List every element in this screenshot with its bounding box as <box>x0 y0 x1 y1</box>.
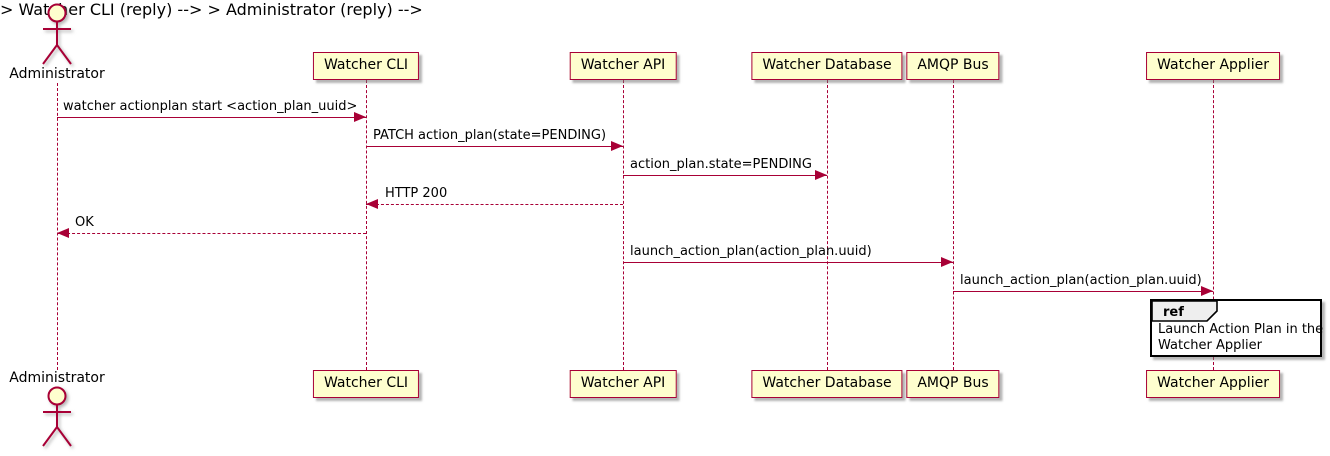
lifeline-watcher-api <box>622 80 624 370</box>
actor-figure-bottom-icon <box>42 386 72 447</box>
ref-text: Launch Action Plan in the Watcher Applie… <box>1158 322 1323 353</box>
message-2-line <box>366 146 623 147</box>
actor-label-bottom: Administrator <box>9 370 105 386</box>
message-4-label: HTTP 200 <box>385 186 448 201</box>
ref-fragment: ref Launch Action Plan in the Watcher Ap… <box>1150 299 1323 357</box>
lifeline-administrator <box>56 83 58 370</box>
participant-box-watcher-api-bottom: Watcher API <box>569 370 677 398</box>
message-1-arrowhead-icon <box>354 112 366 122</box>
message-4-arrowhead-icon <box>366 199 378 209</box>
participant-box-watcher-applier-top: Watcher Applier <box>1146 52 1280 80</box>
message-7-label: launch_action_plan(action_plan.uuid) <box>960 273 1202 288</box>
ref-text-line1: Launch Action Plan in the <box>1158 322 1324 337</box>
message-6-label: launch_action_plan(action_plan.uuid) <box>630 244 872 259</box>
participant-box-watcher-cli-top: Watcher CLI <box>312 52 420 80</box>
message-3-line <box>623 175 827 176</box>
participant-box-watcher-cli-bottom: Watcher CLI <box>312 370 420 398</box>
actor-label-top: Administrator <box>9 66 105 82</box>
message-7-arrowhead-icon <box>1201 286 1213 296</box>
message-1-label: watcher actionplan start <action_plan_uu… <box>63 99 358 114</box>
ref-tab: ref <box>1151 300 1218 322</box>
message-5-label: OK <box>75 215 94 230</box>
message-1-line <box>57 117 366 118</box>
message-5-line <box>57 233 366 234</box>
message-2-arrowhead-icon <box>611 141 623 151</box>
message-7-line <box>953 291 1213 292</box>
ref-keyword: ref <box>1163 305 1184 320</box>
message-5-arrowhead-icon <box>57 228 69 238</box>
message-6-line <box>623 262 953 263</box>
participant-box-watcher-api-top: Watcher API <box>569 52 677 80</box>
message-2-label: PATCH action_plan(state=PENDING) <box>373 128 607 143</box>
lifeline-watcher-cli <box>365 80 367 370</box>
message-3-label: action_plan.state=PENDING <box>630 157 812 172</box>
ref-text-line2: Watcher Applier <box>1158 337 1262 353</box>
lifeline-amqp-bus <box>952 80 954 370</box>
lifeline-watcher-database <box>826 80 828 370</box>
actor-figure-icon <box>42 3 72 65</box>
participant-box-watcher-applier-bottom: Watcher Applier <box>1146 370 1280 398</box>
message-4-line <box>366 204 623 205</box>
participant-box-watcher-database-top: Watcher Database <box>751 52 903 80</box>
participant-box-amqp-bus-top: AMQP Bus <box>906 52 1000 80</box>
lifeline-watcher-applier <box>1212 80 1214 370</box>
participant-box-amqp-bus-bottom: AMQP Bus <box>906 370 1000 398</box>
participant-box-watcher-database-bottom: Watcher Database <box>751 370 903 398</box>
message-3-arrowhead-icon <box>815 170 827 180</box>
message-6-arrowhead-icon <box>941 257 953 267</box>
